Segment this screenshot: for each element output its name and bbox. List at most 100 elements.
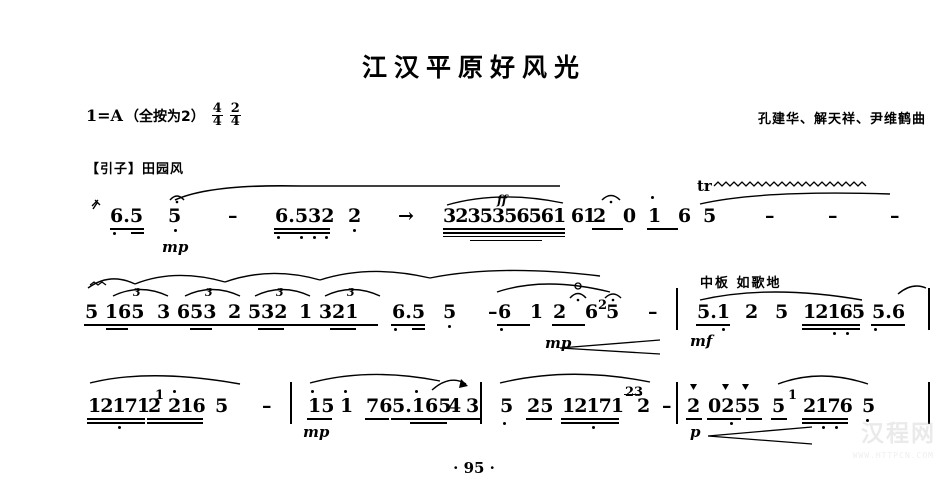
page-number-dot-left: · — [453, 459, 464, 477]
time-sig-2-numerator: 2 — [229, 101, 241, 117]
note-l3-4: 5 — [215, 395, 229, 417]
time-sig-2-denominator: 4 — [230, 114, 240, 130]
beam-l3-5 — [307, 418, 332, 420]
beam-l3-12 — [526, 418, 552, 420]
octave-dot-l3-5 — [311, 390, 314, 393]
section-marking: 【引子】田园风 — [86, 162, 185, 177]
beam-run-b — [443, 232, 565, 234]
octave-dot-l2-m1 — [722, 328, 725, 331]
beam-l3-19b — [802, 422, 848, 424]
beam-l1-5 — [592, 228, 623, 230]
octave-dot-l1-3a — [277, 236, 280, 239]
note-l2-t2: 3 653 — [157, 301, 217, 323]
note-l1-5: 2 0 — [593, 205, 642, 227]
trill-marking-l1: tr — [697, 177, 712, 195]
page-number-value: 95 — [463, 459, 485, 477]
dynamic-l2-mp: mp — [545, 334, 572, 352]
octave-dot-l1-4 — [353, 229, 356, 232]
time-signature-1: 4 4 — [211, 102, 223, 130]
octave-dot-l1-1 — [113, 232, 116, 235]
note-l2-t1a: 5 165 — [85, 301, 145, 323]
hold-dash-l1-3: – — [828, 205, 838, 227]
note-run-l1: 3235356561 61 — [443, 205, 596, 227]
octave-dot-l3-19a — [822, 426, 825, 429]
octave-dot-l2-m4a — [833, 332, 836, 335]
beam-l2-m4b — [802, 328, 860, 330]
beam-l1-3b — [274, 232, 330, 234]
note-l3-19: 2176 — [803, 395, 853, 417]
hold-dash-l1-4: – — [890, 205, 900, 227]
octave-dot-l3-19b — [835, 426, 838, 429]
beam-l3-3a — [147, 418, 203, 420]
note-l2-5: 5 — [606, 301, 620, 323]
note-l2-m2: 2 — [745, 301, 759, 323]
hold-dash-l2-1: – — [488, 301, 498, 323]
note-l1-4: 2 — [348, 205, 362, 227]
note-l3-13: 12171 — [562, 395, 624, 417]
hold-dash-l1-1: – — [228, 205, 238, 227]
time-sig-1-denominator: 4 — [212, 114, 222, 130]
note-l3-12: 25 — [527, 395, 554, 417]
note-l3-14: 2 — [637, 395, 651, 417]
beam-l2-4 — [552, 324, 585, 326]
note-l3-3: 216 — [168, 395, 206, 417]
note-l2-3: 6 1 — [498, 301, 550, 323]
octave-dot-l2-1 — [394, 328, 397, 331]
beam-run-c — [443, 236, 565, 238]
beam-l3-8b — [410, 422, 447, 424]
note-l1-1: 6.5 — [110, 205, 144, 227]
note-l3-2: 2 — [148, 395, 162, 417]
octave-dot-l3-20 — [866, 419, 869, 422]
grace-note-l3-1: 1 — [155, 388, 165, 403]
page-title: 江汉平原好风光 — [361, 53, 586, 82]
note-l3-5: 15 — [308, 395, 335, 417]
beam-l2-t4b — [330, 328, 356, 330]
octave-dot-l2-2 — [448, 325, 451, 328]
page-number: · 95 · — [0, 459, 948, 477]
note-l1-7: 5 — [703, 205, 717, 227]
octave-dot-l3-16 — [730, 422, 733, 425]
octave-dot-l3-1 — [118, 426, 121, 429]
note-l3-1: 12171 — [88, 395, 150, 417]
hold-dash-l1-2: – — [765, 205, 775, 227]
page-number-dot-right: · — [484, 459, 495, 477]
beam-l3-10 — [447, 418, 480, 420]
beam-run-a — [443, 228, 565, 230]
dynamic-l1-mp: mp — [162, 238, 189, 256]
triplet-mark-l2-2: 3 — [205, 286, 213, 299]
octave-dot-l2-m5 — [874, 328, 877, 331]
beam-l2-1b — [412, 328, 425, 330]
beam-l1-1 — [110, 228, 144, 230]
dynamic-l1-ff: ff — [497, 193, 507, 207]
note-l3-11: 5 — [500, 395, 514, 417]
note-l2-t4: 1 321 — [299, 301, 359, 323]
dynamic-l2-mf: mf — [690, 332, 713, 350]
beam-l3-3b — [147, 422, 203, 424]
beam-l3-13a — [561, 418, 619, 420]
beam-l3-1b — [87, 422, 145, 424]
note-l3-18: 5 — [772, 395, 786, 417]
octave-dot-l3-11 — [503, 422, 506, 425]
beam-l2-m5 — [871, 324, 905, 326]
note-l3-10: 3 — [466, 395, 480, 417]
dynamic-l3-mp: mp — [303, 423, 330, 441]
beam-l3-7 — [365, 418, 389, 420]
note-l2-m4: 12165 — [803, 301, 865, 323]
octave-dot-l3-8 — [415, 390, 418, 393]
beam-grace-l3-2 — [624, 394, 642, 396]
grace-note-l2: 2 — [598, 298, 608, 313]
beam-l3-19a — [802, 418, 848, 420]
octave-dot-l3-6 — [344, 390, 347, 393]
note-l1-2: 5 — [168, 205, 182, 227]
note-l3-17: 5 — [747, 395, 761, 417]
composer-credits: 孔建华、解天祥、尹维鹤曲 — [757, 112, 926, 127]
beam-l2-t2 — [156, 324, 236, 326]
beam-run-d — [470, 240, 542, 242]
triplet-mark-l2-3: 3 — [276, 286, 284, 299]
note-l2-2: 5 — [443, 301, 457, 323]
beam-l2-1 — [391, 324, 425, 326]
beam-l3-8a — [391, 418, 447, 420]
beam-l1-3a — [274, 228, 330, 230]
